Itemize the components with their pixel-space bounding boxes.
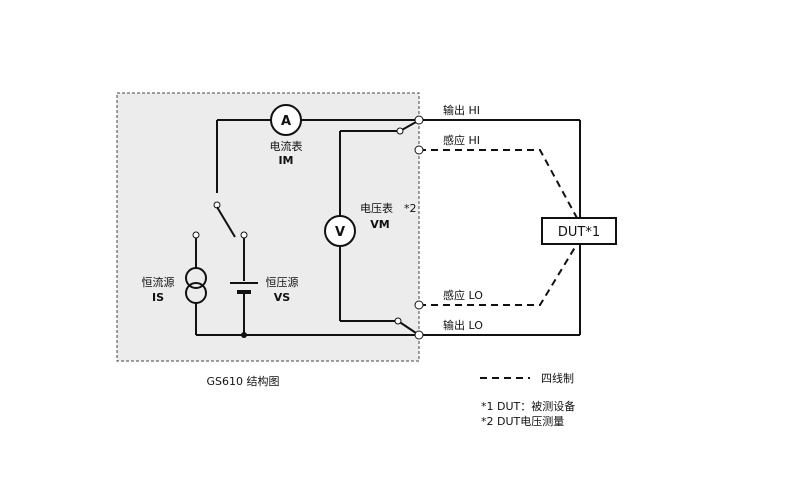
voltmeter-name: 电压表 (360, 201, 393, 215)
legend-four-wire: 四线制 (541, 371, 574, 385)
switch-is-terminal (192, 231, 200, 239)
legend-note2: *2 DUT电压测量 (481, 415, 564, 428)
sense-hi-line (419, 149, 578, 219)
label-sense-hi: 感应 HI (443, 133, 480, 147)
ammeter-symbol (270, 104, 302, 136)
current-source-ring-top (185, 267, 207, 289)
voltmeter-letter: V (335, 225, 345, 240)
label-sense-lo: 感应 LO (443, 288, 483, 302)
terminal-out-hi (414, 115, 424, 125)
terminal-sense-hi (414, 145, 424, 155)
legend-note1: *1 DUT：被测设备 (481, 399, 575, 413)
current-source-code: IS (152, 291, 164, 304)
voltage-source-code: VS (274, 291, 291, 304)
sense-hi-switch-pivot (396, 127, 404, 135)
dut-box (541, 217, 617, 245)
ammeter-letter: A (281, 114, 291, 129)
label-out-lo: 输出 LO (443, 318, 483, 332)
voltage-source-name: 恒压源 (266, 275, 299, 289)
current-source-name: 恒流源 (142, 275, 175, 289)
junction-dot (241, 332, 247, 338)
terminal-out-lo (414, 330, 424, 340)
label-out-hi: 输出 HI (443, 103, 480, 117)
ammeter-code: IM (278, 154, 293, 167)
voltmeter-note: *2 (404, 202, 417, 215)
instrument-frame (116, 92, 420, 362)
sense-lo-switch-blade (397, 320, 417, 334)
ammeter-name: 电流表 (270, 139, 303, 153)
sense-lo-line (419, 243, 578, 306)
switch-vs-terminal (240, 231, 248, 239)
sense-lo-switch-pivot (394, 317, 402, 325)
selector-switch-blade (216, 206, 236, 238)
frame-caption: GS610 结构图 (207, 374, 280, 388)
dut-label: DUT*1 (558, 225, 600, 240)
terminal-sense-lo (414, 300, 424, 310)
voltmeter-code: VM (370, 218, 389, 231)
